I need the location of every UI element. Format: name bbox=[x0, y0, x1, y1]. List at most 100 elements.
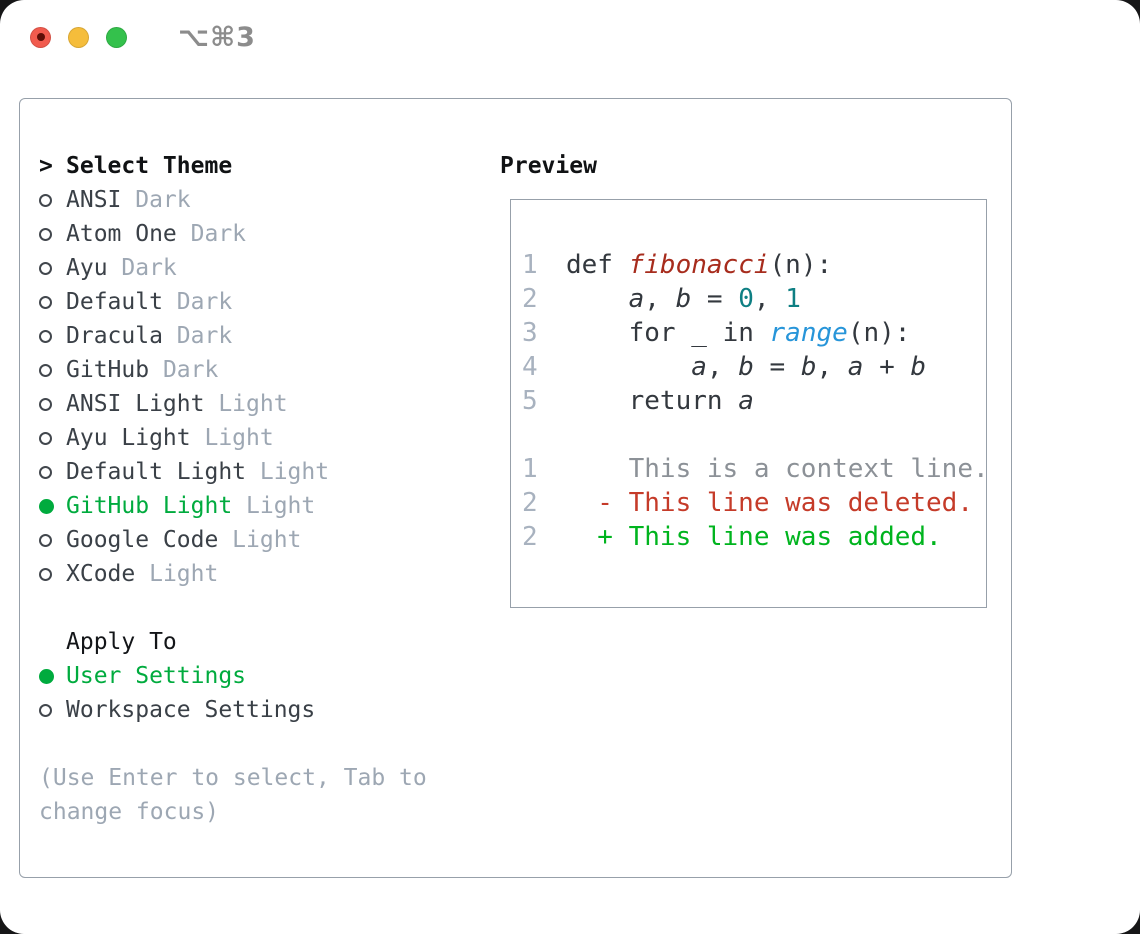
code-token: , bbox=[706, 352, 739, 382]
code-token: + This line was added. bbox=[566, 522, 942, 552]
titlebar: ⌥⌘3 bbox=[0, 0, 1140, 74]
option-variant: Light bbox=[149, 561, 219, 587]
radio-icon bbox=[39, 363, 52, 377]
option-label: User Settings bbox=[66, 663, 247, 689]
code-token: This is a context line. bbox=[566, 454, 987, 484]
theme-option-ansi[interactable]: ANSI Dark bbox=[39, 183, 484, 217]
theme-option-xcode[interactable]: XCode Light bbox=[39, 557, 484, 591]
option-variant: Light bbox=[204, 425, 274, 451]
code-content: a, b = b, a + b bbox=[566, 352, 926, 382]
option-label: Ayu Light bbox=[66, 425, 191, 451]
radio-slot bbox=[39, 329, 66, 343]
radio-slot bbox=[39, 227, 66, 241]
theme-option-atom-one[interactable]: Atom One Dark bbox=[39, 217, 484, 251]
zoom-button[interactable] bbox=[106, 26, 127, 48]
code-token: range bbox=[769, 318, 848, 348]
code-token: 0 bbox=[738, 284, 754, 314]
code-content: a, b = 0, 1 bbox=[566, 284, 801, 314]
apply-to-list: User Settings Workspace Settings bbox=[39, 659, 484, 727]
code-token: b bbox=[675, 284, 692, 314]
close-dot-icon bbox=[36, 33, 45, 41]
preview-header: Preview bbox=[500, 149, 1000, 183]
code-line: 1 This is a context line. bbox=[522, 452, 986, 486]
option-variant: Dark bbox=[121, 255, 177, 281]
line-number: 2 bbox=[522, 488, 538, 518]
code-token bbox=[566, 386, 629, 416]
theme-option-github[interactable]: GitHub Dark bbox=[39, 353, 484, 387]
radio-icon bbox=[39, 668, 54, 684]
radio-slot bbox=[39, 363, 66, 377]
option-variant: Dark bbox=[176, 323, 233, 349]
preview-box: 1 def fibonacci(n): 2 a, b = 0, 1 3 for … bbox=[510, 199, 987, 608]
option-variant: Dark bbox=[176, 289, 233, 315]
apply-to-title: Apply To bbox=[66, 629, 177, 655]
radio-slot bbox=[39, 567, 66, 581]
code-content: for _ in range(n): bbox=[566, 318, 911, 348]
code-token: , bbox=[753, 284, 786, 314]
radio-slot bbox=[39, 431, 66, 445]
option-label: ANSI bbox=[66, 187, 122, 213]
theme-option-github-light[interactable]: GitHub Light Light bbox=[39, 489, 484, 523]
code-token bbox=[566, 284, 629, 314]
code-token: a bbox=[847, 352, 864, 382]
theme-option-default[interactable]: Default Dark bbox=[39, 285, 484, 319]
code-token: b bbox=[800, 352, 817, 382]
window-title: ⌥⌘3 bbox=[178, 21, 256, 53]
radio-slot bbox=[39, 533, 66, 547]
code-token bbox=[754, 318, 770, 348]
code-line: 2 + This line was added. bbox=[522, 520, 976, 554]
theme-option-google-code[interactable]: Google Code Light bbox=[39, 523, 484, 557]
code-token: 1 bbox=[785, 284, 801, 314]
code-token: , bbox=[644, 284, 676, 314]
code-token: = bbox=[753, 352, 801, 382]
option-label: GitHub Light bbox=[66, 493, 233, 519]
code-token: + bbox=[863, 352, 911, 382]
theme-option-ansi-light[interactable]: ANSI Light Light bbox=[39, 387, 484, 421]
code-token: - This line was deleted. bbox=[566, 488, 973, 518]
close-button[interactable] bbox=[30, 26, 51, 48]
code-token bbox=[566, 318, 629, 348]
code-token: = bbox=[691, 284, 739, 314]
apply-option-user-settings[interactable]: User Settings bbox=[39, 659, 484, 693]
preview-section: Preview 1 def fibonacci(n): 2 a, b = 0, … bbox=[500, 149, 1000, 608]
line-number: 1 bbox=[522, 250, 538, 280]
code-content: + This line was added. bbox=[566, 522, 942, 552]
radio-icon bbox=[39, 329, 52, 343]
apply-to-header: Apply To bbox=[39, 625, 484, 659]
code-token: b bbox=[910, 352, 927, 382]
option-variant: Light bbox=[232, 527, 302, 553]
code-content: This is a context line. bbox=[566, 454, 987, 484]
option-label: Google Code bbox=[66, 527, 219, 553]
line-number: 2 bbox=[522, 522, 538, 552]
radio-icon bbox=[39, 261, 52, 275]
option-label: Default Light bbox=[66, 459, 247, 485]
theme-option-dracula[interactable]: Dracula Dark bbox=[39, 319, 484, 353]
focus-caret-icon: > bbox=[39, 153, 53, 179]
radio-icon bbox=[39, 533, 52, 547]
radio-slot bbox=[39, 703, 66, 717]
code-token: return bbox=[628, 386, 723, 416]
radio-icon bbox=[39, 703, 52, 717]
minimize-button[interactable] bbox=[68, 26, 89, 48]
main-panel: > Select Theme ANSI Dark Atom One Dark A… bbox=[19, 98, 1012, 878]
option-label: GitHub bbox=[66, 357, 150, 383]
option-label: Atom One bbox=[66, 221, 177, 247]
theme-option-ayu[interactable]: Ayu Dark bbox=[39, 251, 484, 285]
option-label: ANSI Light bbox=[66, 391, 205, 417]
line-number: 4 bbox=[522, 352, 538, 382]
radio-slot bbox=[39, 668, 66, 684]
option-label: Workspace Settings bbox=[66, 697, 316, 723]
radio-icon bbox=[39, 227, 52, 241]
theme-option-default-light[interactable]: Default Light Light bbox=[39, 455, 484, 489]
apply-option-workspace-settings[interactable]: Workspace Settings bbox=[39, 693, 484, 727]
code-line: 4 a, b = b, a + b bbox=[522, 350, 976, 384]
option-label: Default bbox=[66, 289, 163, 315]
option-variant: Dark bbox=[162, 357, 219, 383]
code-content: - This line was deleted. bbox=[566, 488, 973, 518]
code-token: a bbox=[691, 352, 707, 382]
line-number: 2 bbox=[522, 284, 538, 314]
theme-option-ayu-light[interactable]: Ayu Light Light bbox=[39, 421, 484, 455]
code-token: a bbox=[738, 386, 754, 416]
line-number: 3 bbox=[522, 318, 538, 348]
